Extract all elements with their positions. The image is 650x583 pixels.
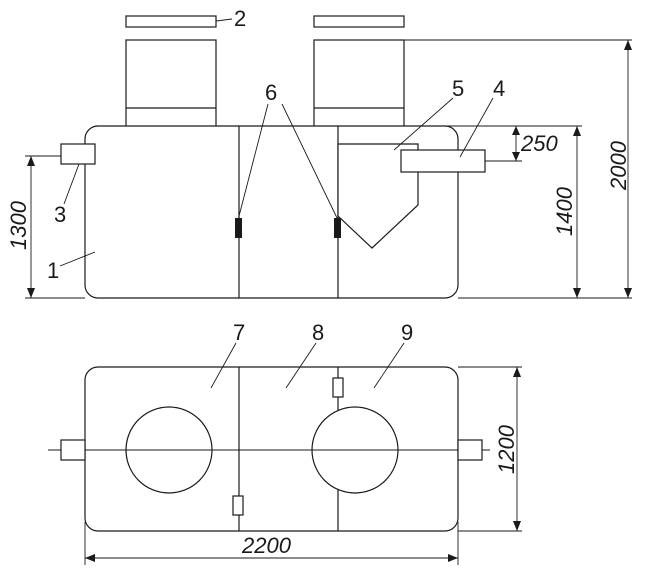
slot-top — [332, 377, 344, 398]
inlet-pipe-top — [60, 439, 86, 461]
top-view: 7 8 9 1200 2200 — [48, 320, 522, 565]
callout-8: 8 — [312, 320, 324, 345]
overflow-slot-left — [235, 218, 242, 238]
outlet-pipe — [400, 149, 486, 173]
side-view: 2 6 5 4 3 1 2000 1400 250 1300 — [6, 6, 632, 299]
callout-9: 9 — [401, 320, 413, 345]
neck-right — [313, 39, 405, 128]
callout-1: 1 — [47, 258, 59, 283]
dim-inlet-height: 1300 — [6, 200, 31, 250]
slot-bottom — [232, 495, 244, 516]
dim-length: 2200 — [241, 533, 292, 558]
dim-body-height: 1400 — [552, 186, 577, 236]
callout-2: 2 — [234, 6, 246, 31]
callout-6: 6 — [265, 80, 277, 105]
cover-right — [313, 15, 405, 28]
callout-5: 5 — [452, 76, 464, 101]
dim-total-height: 2000 — [606, 140, 631, 191]
dim-outlet-offset: 250 — [520, 131, 558, 156]
cover-left — [125, 15, 217, 28]
callout-4: 4 — [493, 76, 505, 101]
outlet-pipe-top — [457, 439, 483, 461]
callout-7: 7 — [233, 320, 245, 345]
inlet-pipe — [60, 143, 96, 165]
filter-funnel — [337, 143, 419, 249]
dim-width: 1200 — [494, 424, 519, 474]
overflow-slot-right — [334, 218, 341, 238]
callout-3: 3 — [54, 202, 66, 227]
neck-left — [125, 39, 217, 128]
